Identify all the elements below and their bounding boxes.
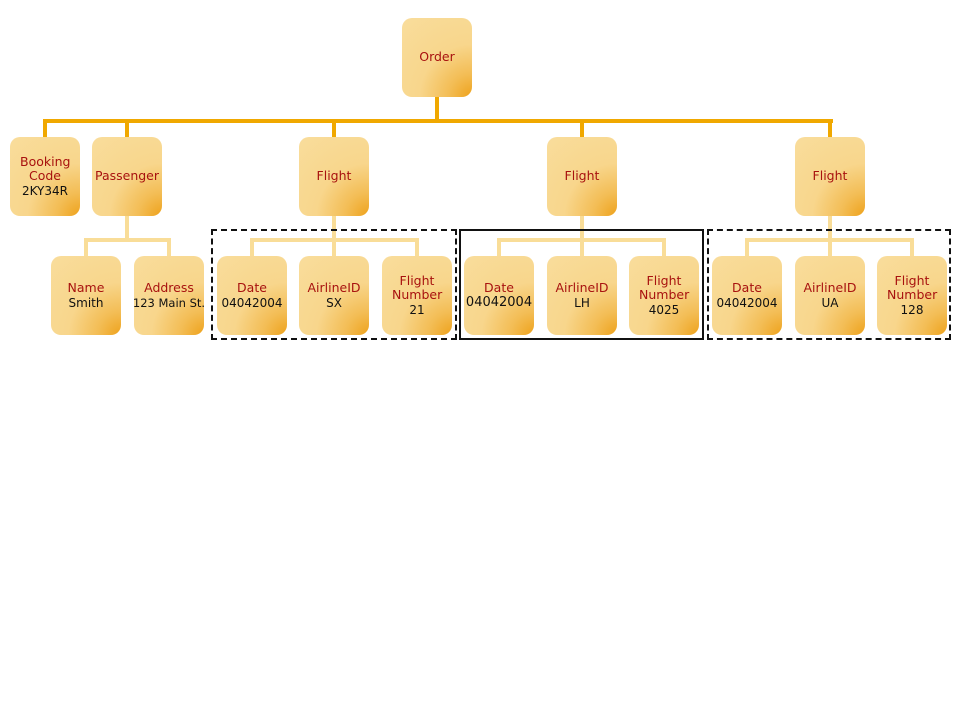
node-value: Smith bbox=[68, 295, 104, 310]
node-value: UA bbox=[821, 295, 839, 310]
node-value: 04042004 bbox=[221, 295, 283, 310]
node-label: Name bbox=[67, 280, 105, 295]
node-label: Date bbox=[732, 280, 762, 295]
connector bbox=[910, 238, 914, 256]
node-address[interactable]: Address 123 Main St. bbox=[132, 256, 206, 335]
connector bbox=[662, 238, 666, 256]
node-value: 21 bbox=[409, 302, 425, 317]
node-label: AirlineID bbox=[803, 280, 857, 295]
node-flight-1[interactable]: Flight bbox=[299, 137, 369, 216]
node-airline-id[interactable]: AirlineID LH bbox=[547, 256, 617, 335]
node-label: Flight bbox=[812, 168, 848, 184]
node-flight-number[interactable]: Flight Number 21 bbox=[382, 256, 452, 335]
connector bbox=[125, 119, 129, 137]
node-booking-code[interactable]: Booking Code 2KY34R bbox=[10, 137, 80, 216]
node-flight-2[interactable]: Flight bbox=[547, 137, 617, 216]
node-label: Flight bbox=[564, 168, 600, 184]
connector bbox=[332, 216, 336, 256]
node-label: AirlineID bbox=[307, 280, 361, 295]
node-flight-number[interactable]: Flight Number 128 bbox=[877, 256, 947, 335]
node-flight-number[interactable]: Flight Number 4025 bbox=[629, 256, 699, 335]
node-value: 04042004 bbox=[716, 295, 778, 310]
flight-group-2-border bbox=[459, 229, 704, 340]
connector bbox=[580, 119, 584, 137]
node-value: LH bbox=[574, 295, 590, 310]
node-label: Order bbox=[419, 49, 455, 65]
connector bbox=[745, 238, 749, 256]
node-date[interactable]: Date 04042004 bbox=[217, 256, 287, 335]
node-label: AirlineID bbox=[555, 280, 609, 295]
node-airline-id[interactable]: AirlineID UA bbox=[795, 256, 865, 335]
connector bbox=[43, 119, 833, 123]
flight-group-1-border bbox=[211, 229, 457, 340]
node-passenger[interactable]: Passenger bbox=[92, 137, 162, 216]
connector bbox=[84, 238, 88, 256]
node-label: Date bbox=[237, 280, 267, 295]
connector bbox=[415, 238, 419, 256]
node-value: 128 bbox=[900, 302, 924, 317]
connector bbox=[332, 119, 336, 137]
node-flight-3[interactable]: Flight bbox=[795, 137, 865, 216]
node-value: 04042004 bbox=[465, 294, 533, 310]
connector bbox=[125, 216, 129, 240]
node-date[interactable]: Date 04042004 bbox=[464, 256, 534, 335]
node-value: SX bbox=[326, 295, 342, 310]
connector bbox=[84, 238, 170, 242]
connector bbox=[250, 238, 419, 242]
node-label: Flight Number bbox=[887, 272, 938, 303]
node-order[interactable]: Order bbox=[402, 18, 472, 97]
connector bbox=[745, 238, 914, 242]
connector bbox=[828, 216, 832, 256]
connector bbox=[167, 238, 171, 256]
connector bbox=[250, 238, 254, 256]
node-value: 4025 bbox=[648, 302, 680, 317]
node-value: 2KY34R bbox=[21, 183, 68, 198]
node-date[interactable]: Date 04042004 bbox=[712, 256, 782, 335]
node-label: Booking Code bbox=[20, 153, 71, 184]
connector bbox=[435, 97, 439, 121]
node-name[interactable]: Name Smith bbox=[51, 256, 121, 335]
node-label: Date bbox=[484, 280, 514, 295]
node-label: Flight bbox=[316, 168, 352, 184]
connector bbox=[828, 119, 832, 137]
node-label: Address bbox=[144, 280, 194, 295]
connector bbox=[580, 216, 584, 256]
node-label: Passenger bbox=[94, 168, 160, 184]
node-label: Flight Number bbox=[639, 272, 690, 303]
node-airline-id[interactable]: AirlineID SX bbox=[299, 256, 369, 335]
connector bbox=[497, 238, 666, 242]
connector bbox=[497, 238, 501, 256]
node-value: 123 Main St. bbox=[132, 295, 206, 310]
flight-group-3-border bbox=[707, 229, 951, 340]
node-label: Flight Number bbox=[392, 272, 443, 303]
connector bbox=[43, 119, 47, 137]
